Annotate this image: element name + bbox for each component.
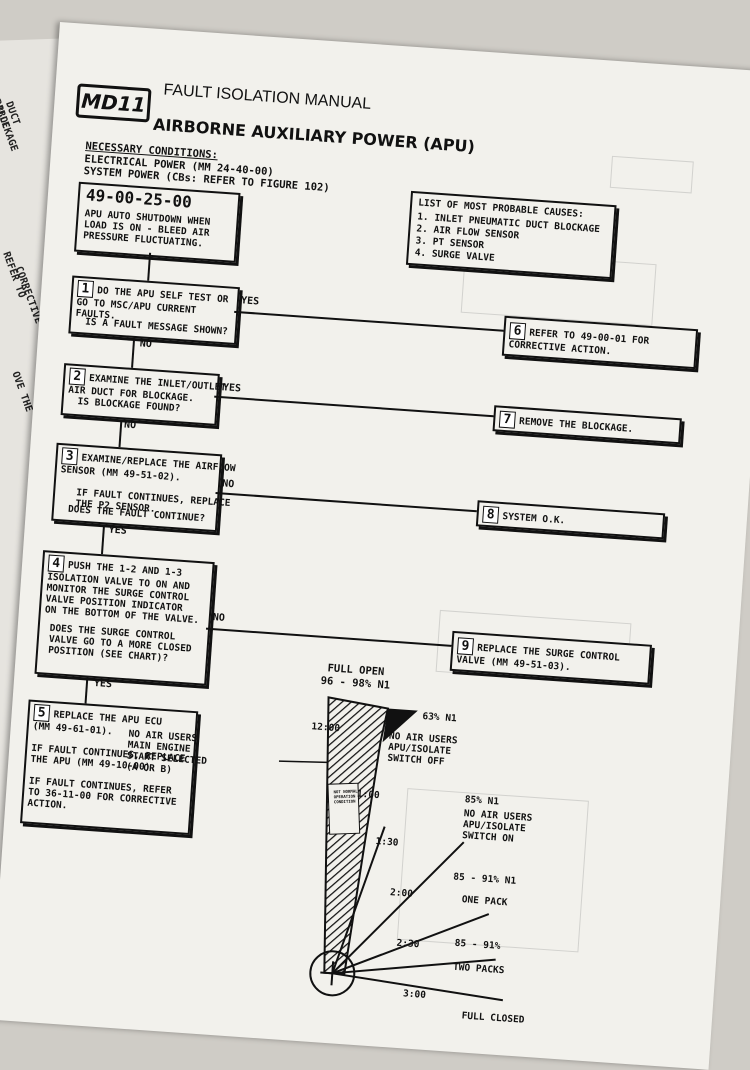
flow-connector	[147, 252, 152, 281]
radial-line	[331, 913, 490, 975]
result-number: 8	[482, 505, 500, 524]
fault-code-box: 49-00-25-00 APU AUTO SHUTDOWN WHEN LOAD …	[74, 181, 241, 263]
no-label: NO	[139, 338, 153, 351]
step-question: DOES THE SURGE CONTROL VALVE GO TO A MOR…	[47, 622, 192, 665]
gauge-note: NO AIR USERS APU/ISOLATE SWITCH OFF	[387, 730, 458, 768]
radial-line	[332, 958, 496, 975]
radial-line	[331, 841, 465, 975]
yes-branch-line	[214, 395, 494, 418]
yes-label: YES	[240, 295, 260, 308]
result-text: REFER TO 49-00-01 FOR CORRECTIVE ACTION.	[508, 327, 650, 358]
radial-line	[331, 826, 386, 974]
yes-branch-line	[234, 310, 504, 332]
fault-code: 49-00-25-00	[85, 185, 193, 212]
gauge-hub	[309, 950, 356, 997]
md11-logo: MD11	[75, 83, 152, 123]
bleed-through-decoration	[609, 155, 694, 194]
leader-line	[278, 760, 328, 764]
normal-range-band	[323, 696, 390, 976]
step-number: 3	[61, 447, 79, 466]
no-label: NO	[221, 478, 235, 491]
gauge-tick: 2:00	[389, 887, 414, 900]
yes-label: YES	[108, 524, 128, 537]
step-number: 1	[76, 279, 94, 298]
result-text: SYSTEM O.K.	[502, 511, 566, 527]
gauge-tick: 12:00	[311, 721, 341, 735]
result-text: REMOVE THE BLOCKAGE.	[518, 416, 634, 435]
yes-label: YES	[222, 382, 242, 395]
gauge-tick: 2:30	[396, 937, 420, 951]
band-label: NOT NORMAL OPERATION CONDITION	[333, 788, 358, 805]
gauge-tick: 1:00	[356, 788, 381, 802]
gauge-position-label: 63% N1	[422, 710, 458, 725]
yes-label: YES	[93, 677, 113, 691]
gauge-tick: 1:30	[375, 836, 399, 849]
result-number: 6	[508, 322, 526, 341]
bleed-through-decoration: ​	[521, 134, 524, 157]
no-branch-line	[215, 491, 477, 513]
left-page-fragment: OVE THE	[9, 370, 35, 414]
flow-connector	[118, 415, 123, 448]
gauge-note: NO AIR USERS APU/ISOLATE SWITCH ON	[461, 808, 533, 845]
radial-line	[332, 972, 503, 1002]
flow-connector	[100, 520, 106, 555]
step-number: 4	[47, 554, 65, 573]
flow-connector	[84, 673, 89, 704]
step-number: 2	[68, 367, 86, 386]
gauge-position-label: 85% N1	[464, 794, 500, 808]
no-label: NO	[123, 419, 137, 432]
hub-crosshair	[330, 961, 335, 986]
step-number: 5	[33, 703, 51, 722]
probable-causes-box: LIST OF MOST PROBABLE CAUSES: 1. INLET P…	[405, 190, 617, 280]
fault-description: APU AUTO SHUTDOWN WHEN LOAD IS ON - BLEE…	[82, 208, 211, 250]
manual-name: FAULT ISOLATION MANUAL	[162, 81, 372, 113]
step-text: PUSH THE 1-2 AND 1-3 ISOLATION VALVE TO …	[44, 559, 200, 627]
flow-connector	[131, 333, 136, 368]
gauge-note: NO AIR USERS MAIN ENGINE START SELECTED …	[125, 728, 208, 776]
surge-valve-position-gauge	[278, 696, 503, 1002]
no-label: NO	[212, 612, 226, 624]
step-text: DO THE APU SELF TEST OR GO TO MSC/APU CU…	[75, 285, 229, 322]
result-number: 7	[498, 410, 516, 429]
pointer-arrow	[382, 708, 418, 743]
band-label-box	[327, 782, 361, 835]
manual-page: ​ MD11 FAULT ISOLATION MANUAL AIRBORNE A…	[0, 22, 750, 1070]
